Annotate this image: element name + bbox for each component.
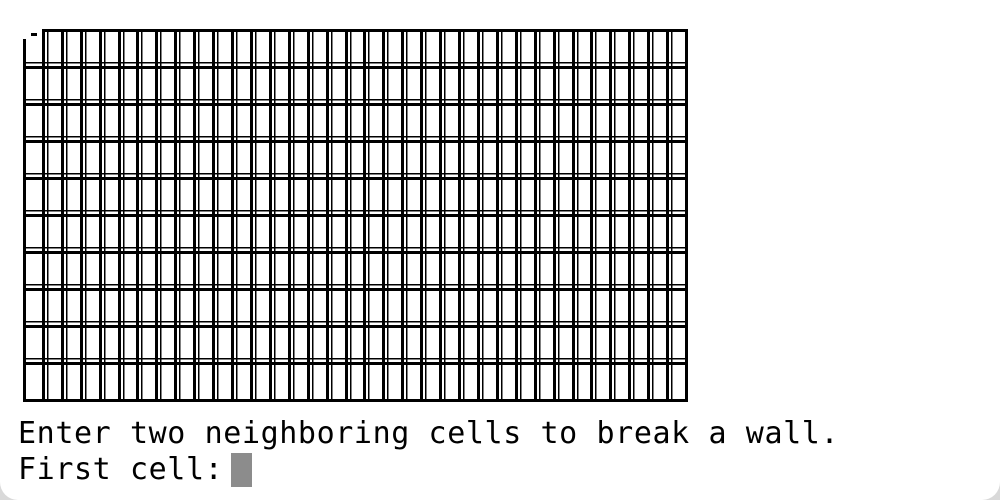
vertical-wall-inner xyxy=(558,29,560,402)
vertical-wall-inner xyxy=(274,29,276,402)
vertical-wall-inner xyxy=(179,29,181,402)
vertical-wall-inner xyxy=(520,29,522,402)
maze-walls xyxy=(23,29,688,402)
vertical-wall xyxy=(477,29,480,402)
vertical-wall-inner xyxy=(160,29,162,402)
vertical-wall xyxy=(42,29,45,402)
vertical-wall-inner xyxy=(671,29,673,402)
vertical-wall xyxy=(439,29,442,402)
horizontal-wall xyxy=(23,66,688,69)
text-cursor[interactable] xyxy=(231,453,253,487)
vertical-wall xyxy=(288,29,291,402)
maze-entrance-mark xyxy=(31,33,37,36)
horizontal-wall xyxy=(23,325,688,328)
vertical-wall-inner xyxy=(577,29,579,402)
vertical-wall-inner xyxy=(595,29,597,402)
vertical-wall-inner xyxy=(47,29,49,402)
vertical-wall-inner xyxy=(293,29,295,402)
vertical-wall-inner xyxy=(539,29,541,402)
vertical-wall-inner xyxy=(217,29,219,402)
vertical-wall xyxy=(628,29,631,402)
vertical-wall xyxy=(572,29,575,402)
horizontal-wall-inner xyxy=(23,210,688,212)
vertical-wall-inner xyxy=(123,29,125,402)
vertical-wall xyxy=(553,29,556,402)
vertical-wall xyxy=(534,29,537,402)
vertical-wall-inner xyxy=(633,29,635,402)
vertical-wall-inner xyxy=(255,29,257,402)
horizontal-wall xyxy=(23,251,688,254)
vertical-wall xyxy=(647,29,650,402)
vertical-wall xyxy=(231,29,234,402)
vertical-wall-inner xyxy=(198,29,200,402)
horizontal-wall xyxy=(23,177,688,180)
vertical-wall-inner xyxy=(614,29,616,402)
vertical-wall xyxy=(345,29,348,402)
vertical-wall xyxy=(401,29,404,402)
vertical-wall xyxy=(666,29,669,402)
horizontal-wall-inner xyxy=(23,99,688,101)
vertical-wall xyxy=(212,29,215,402)
vertical-wall xyxy=(136,29,139,402)
vertical-wall xyxy=(250,29,253,402)
vertical-wall-inner xyxy=(331,29,333,402)
vertical-wall-inner xyxy=(141,29,143,402)
vertical-wall-inner xyxy=(652,29,654,402)
maze-grid xyxy=(23,29,688,402)
vertical-wall-inner xyxy=(236,29,238,402)
vertical-wall xyxy=(23,29,26,402)
vertical-wall-inner xyxy=(482,29,484,402)
vertical-wall xyxy=(99,29,102,402)
vertical-wall-inner xyxy=(312,29,314,402)
vertical-wall xyxy=(363,29,366,402)
vertical-wall-inner xyxy=(425,29,427,402)
vertical-wall xyxy=(420,29,423,402)
vertical-wall xyxy=(269,29,272,402)
horizontal-wall-inner xyxy=(23,358,688,360)
vertical-wall-inner xyxy=(406,29,408,402)
horizontal-wall xyxy=(23,399,688,402)
horizontal-wall xyxy=(23,103,688,106)
horizontal-wall xyxy=(23,214,688,217)
horizontal-wall-inner xyxy=(23,62,688,64)
vertical-wall-inner xyxy=(501,29,503,402)
horizontal-wall xyxy=(23,140,688,143)
horizontal-wall-inner xyxy=(23,284,688,286)
vertical-wall xyxy=(80,29,83,402)
horizontal-wall xyxy=(23,288,688,291)
vertical-wall-inner xyxy=(104,29,106,402)
vertical-wall xyxy=(61,29,64,402)
horizontal-wall-inner xyxy=(23,136,688,138)
vertical-wall xyxy=(458,29,461,402)
vertical-wall xyxy=(307,29,310,402)
vertical-wall xyxy=(515,29,518,402)
vertical-wall-inner xyxy=(66,29,68,402)
vertical-wall xyxy=(193,29,196,402)
vertical-wall xyxy=(496,29,499,402)
first-cell-label: First cell: xyxy=(18,452,224,487)
vertical-wall xyxy=(382,29,385,402)
vertical-wall-inner xyxy=(463,29,465,402)
instruction-text: Enter two neighboring cells to break a w… xyxy=(18,416,840,451)
horizontal-wall-inner xyxy=(23,173,688,175)
input-prompt-line[interactable]: First cell: xyxy=(18,452,253,488)
vertical-wall xyxy=(609,29,612,402)
vertical-wall-inner xyxy=(387,29,389,402)
vertical-wall-inner xyxy=(444,29,446,402)
vertical-wall xyxy=(326,29,329,402)
horizontal-wall-inner xyxy=(23,247,688,249)
vertical-wall-inner xyxy=(368,29,370,402)
horizontal-wall xyxy=(23,362,688,365)
vertical-wall-inner xyxy=(350,29,352,402)
vertical-wall-inner xyxy=(85,29,87,402)
vertical-wall xyxy=(155,29,158,402)
vertical-wall xyxy=(174,29,177,402)
vertical-wall xyxy=(685,29,688,402)
vertical-wall xyxy=(118,29,121,402)
vertical-wall xyxy=(590,29,593,402)
horizontal-wall-inner xyxy=(23,321,688,323)
